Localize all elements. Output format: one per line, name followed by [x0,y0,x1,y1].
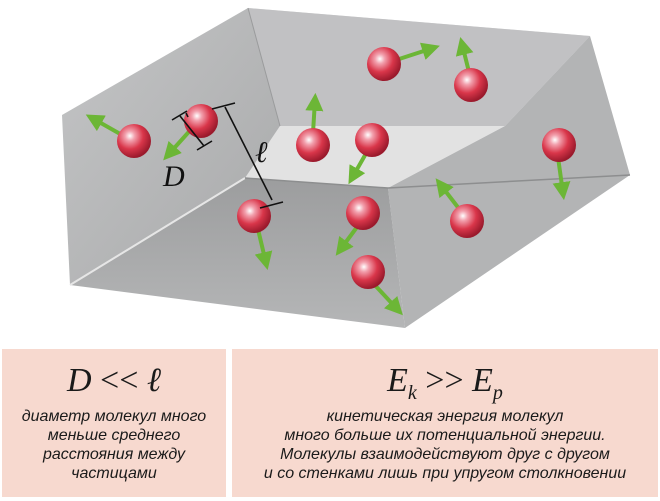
molecule [450,204,484,238]
velocity-arrow [85,114,124,137]
energy-formula: Ek >> Ep [387,362,503,404]
molecules [117,47,576,289]
dimension-D [171,110,213,151]
molecule [117,124,151,158]
dimension-l [211,102,284,209]
energy-description: кинетическая энергия молекул много больш… [263,408,627,482]
energy-panel: Ek >> Ep кинетическая энергия молекул мн… [232,349,658,497]
molecule [346,196,380,230]
velocity-arrow [435,178,462,212]
molecule [184,104,218,138]
gas-container-diagram: D ℓ [62,7,631,328]
label-l: ℓ [255,136,268,169]
mean-free-path-panel: D << ℓ диаметр молекул много меньше сред… [2,349,226,497]
distance-formula: D << ℓ [66,362,162,399]
front-wall [70,178,405,328]
molecule [237,199,271,233]
back-right-inner [248,8,590,126]
molecule [367,47,401,81]
label-D: D [162,160,185,193]
molecule [355,123,389,157]
distance-description: диаметр молекул много меньше среднего ра… [21,408,207,482]
velocity-arrow [455,37,474,74]
molecule [296,128,330,162]
molecule [454,68,488,102]
velocity-arrow [305,92,324,135]
molecule [351,255,385,289]
container-box [62,7,631,328]
molecule [542,128,576,162]
